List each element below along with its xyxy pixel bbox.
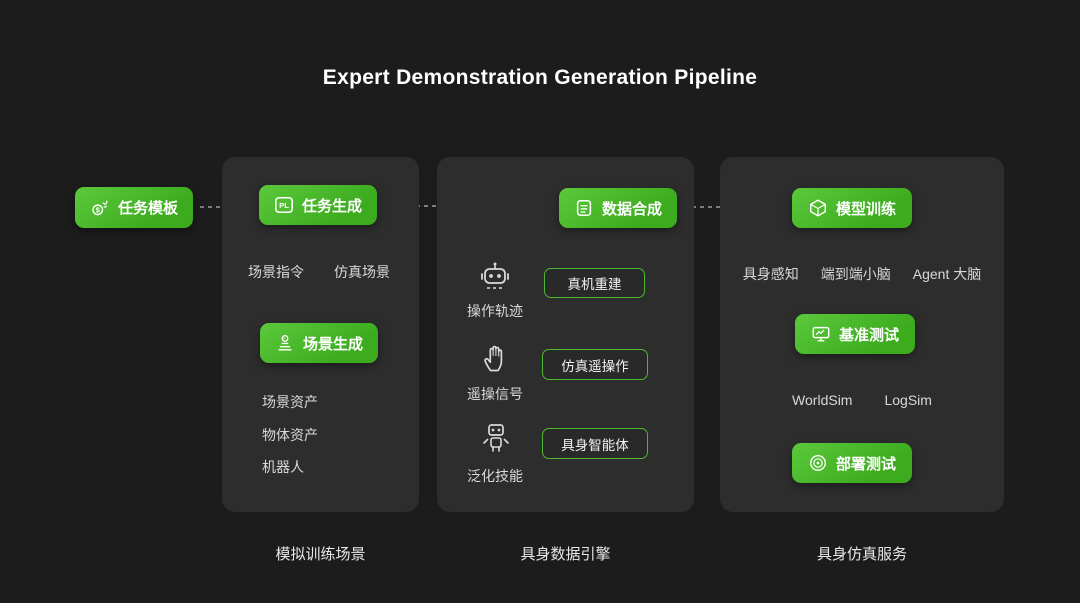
training-labels-row: 具身感知 端到端小脑 Agent 大脑 [720, 264, 1004, 284]
label-object-assets: 物体资产 [262, 427, 318, 443]
robot-agent-icon [478, 420, 514, 456]
caption-panel1: 模拟训练场景 [275, 546, 366, 563]
node-benchmark-testing: 基准测试 [795, 314, 915, 354]
glove-icon [478, 340, 514, 376]
label-operation-trajectory: 操作轨迹 [467, 303, 523, 319]
node-task-template-label: 任务模板 [117, 200, 178, 217]
caption-panel2: 具身数据引擎 [520, 546, 611, 563]
node-scene-generation-label: 场景生成 [302, 335, 363, 353]
node-task-generation-label: 任务生成 [301, 197, 362, 215]
node-task-template: $ 任务模板 [75, 187, 193, 228]
label-agent-brain: Agent 大脑 [912, 266, 982, 282]
label-logsim: LogSim [884, 392, 932, 408]
label-embodied-perception: 具身感知 [742, 266, 799, 282]
cube-icon [808, 198, 828, 218]
label-teleoperation-signal: 遥操信号 [467, 386, 523, 402]
node-deployment-testing-label: 部署测试 [835, 455, 896, 473]
node-real-machine-reconstruction: 真机重建 [544, 268, 645, 298]
node-model-training-label: 模型训练 [835, 200, 896, 218]
label-scene-assets: 场景资产 [262, 394, 318, 410]
label-generalized-skills: 泛化技能 [467, 468, 523, 484]
label-scene-instruction: 场景指令 [248, 264, 304, 280]
node-task-generation: PL 任务生成 [259, 185, 377, 225]
label-simulation-scene: 仿真场景 [334, 264, 390, 280]
caption-panel3: 具身仿真服务 [816, 546, 907, 563]
target-circles-icon [808, 453, 828, 473]
label-end-to-end-cerebellum: 端到端小脑 [820, 266, 891, 282]
node-benchmark-testing-label: 基准测试 [838, 326, 899, 344]
node-deployment-testing: 部署测试 [792, 443, 912, 483]
diagram-title: Expert Demonstration Generation Pipeline [322, 66, 758, 89]
label-robot-asset: 机器人 [262, 459, 304, 475]
label-worldsim: WorldSim [792, 392, 853, 408]
pl-badge-icon: PL [274, 195, 294, 215]
data-synthesis-icon [574, 198, 594, 218]
scene-generation-icon [275, 333, 295, 353]
monitor-icon [811, 324, 831, 344]
sim-labels-row: WorldSim LogSim [720, 392, 1004, 408]
node-simulation-teleoperation: 仿真遥操作 [542, 349, 648, 380]
node-embodied-agent: 具身智能体 [542, 428, 648, 459]
node-data-synthesis: 数据合成 [559, 188, 677, 228]
node-data-synthesis-label: 数据合成 [601, 200, 662, 218]
node-model-training: 模型训练 [792, 188, 912, 228]
robot-icon [477, 258, 513, 294]
node-scene-generation: 场景生成 [260, 323, 378, 363]
pl-badge-text: PL [279, 201, 289, 210]
task-template-icon: $ [90, 198, 110, 218]
dollar-symbol: $ [96, 205, 101, 214]
